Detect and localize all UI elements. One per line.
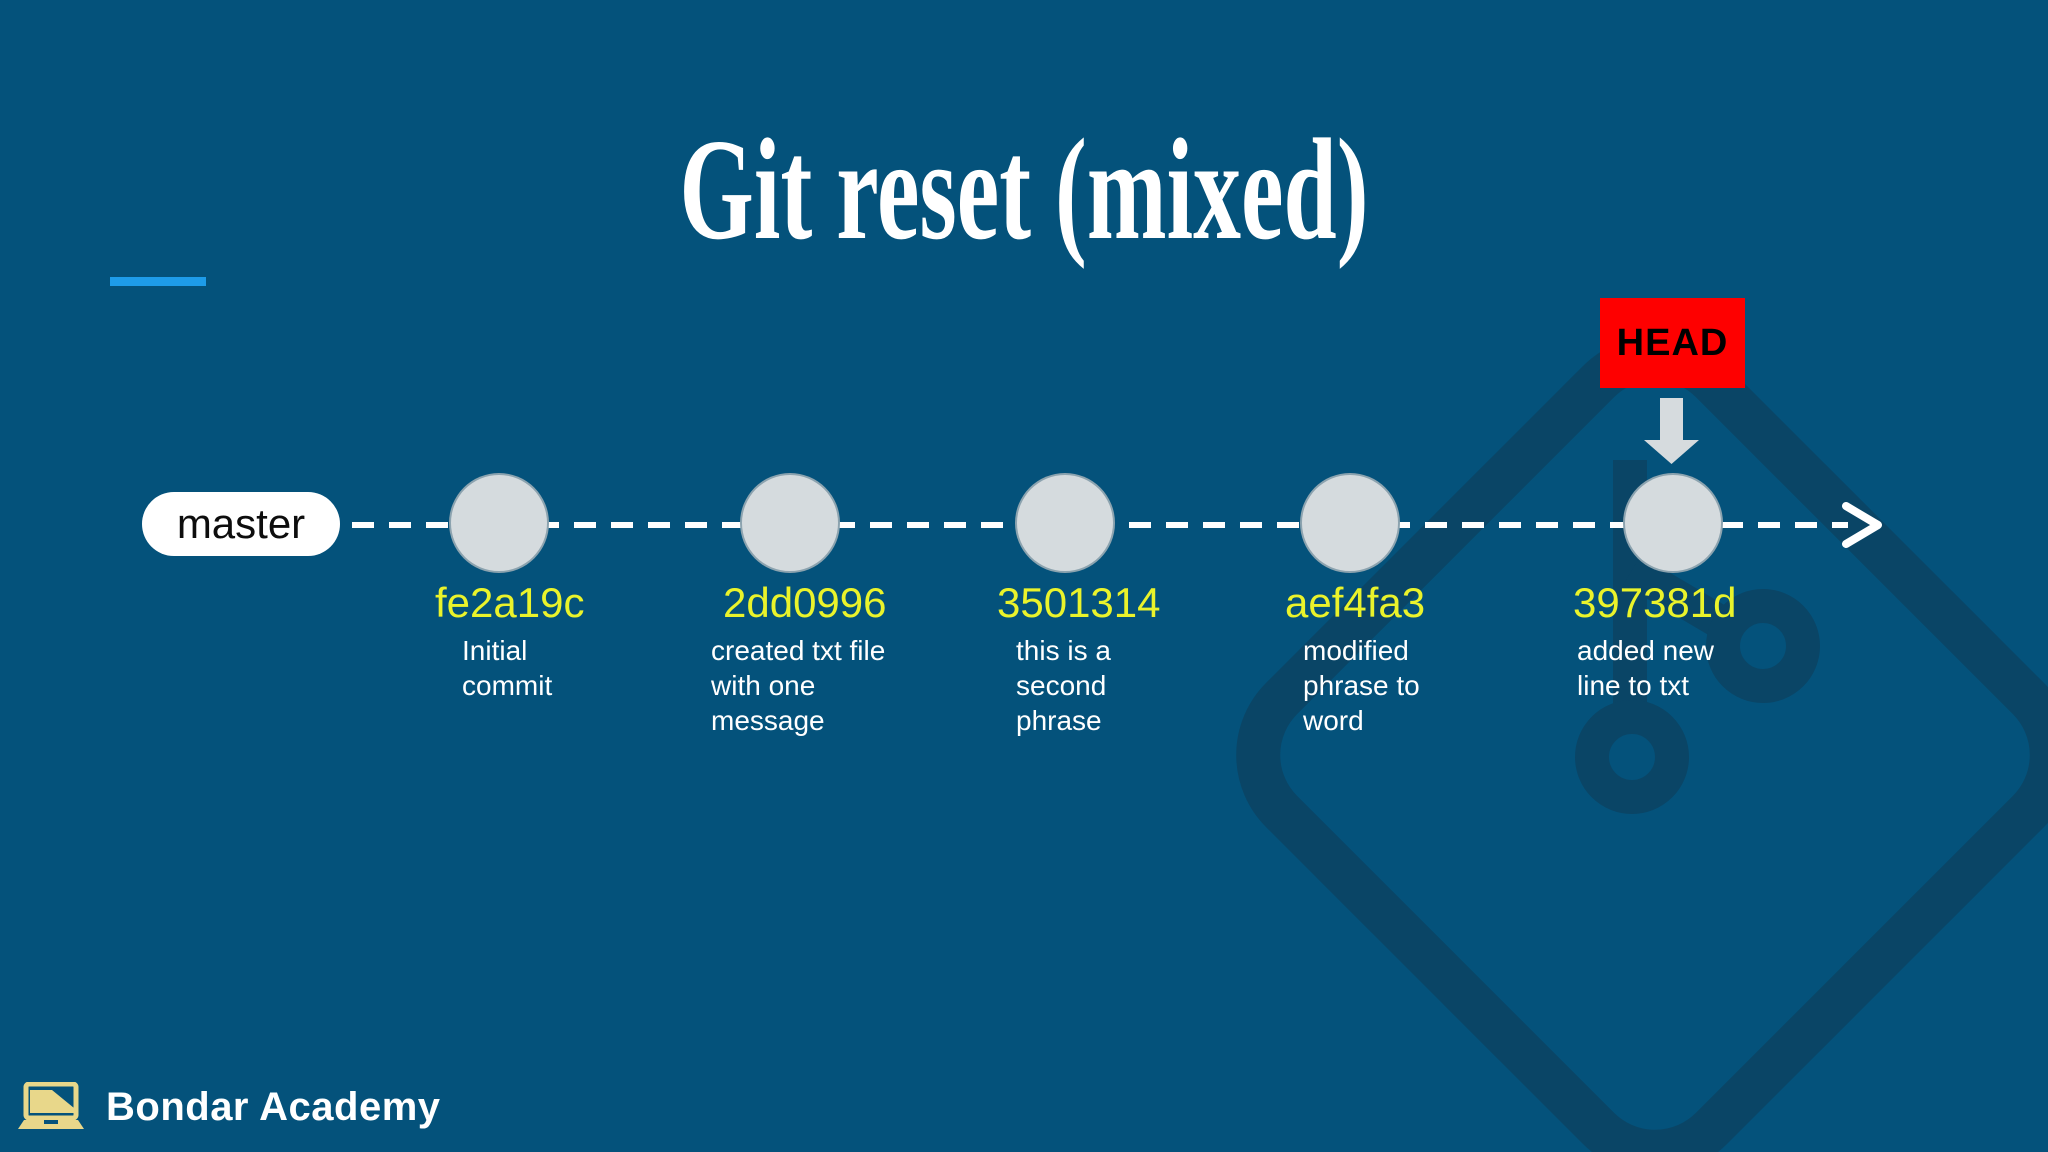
laptop-icon [18, 1082, 84, 1129]
commit-node [449, 473, 549, 573]
branch-label: master [176, 500, 306, 547]
timeline-arrowhead-icon [1842, 502, 1882, 548]
branch-pill: master [142, 492, 340, 556]
commit-node [740, 473, 840, 573]
commit-hash: 397381d [1573, 579, 1737, 626]
head-badge: HEAD [1600, 298, 1745, 388]
commit-hash: 2dd0996 [723, 579, 887, 626]
commit-node [1015, 473, 1115, 573]
page-title: Git reset (mixed) [679, 110, 1369, 270]
commit-node [1300, 473, 1400, 573]
footer-brand: Bondar Academy [18, 1082, 441, 1132]
brand-name: Bondar Academy [106, 1084, 441, 1129]
commit-hash: aef4fa3 [1285, 579, 1426, 626]
head-label: HEAD [1616, 321, 1729, 364]
head-arrow-icon [1644, 398, 1699, 464]
commit-hash: 3501314 [997, 579, 1161, 626]
accent-bar [110, 277, 206, 286]
commit-node [1623, 473, 1723, 573]
commit-hash: fe2a19c [435, 579, 585, 626]
